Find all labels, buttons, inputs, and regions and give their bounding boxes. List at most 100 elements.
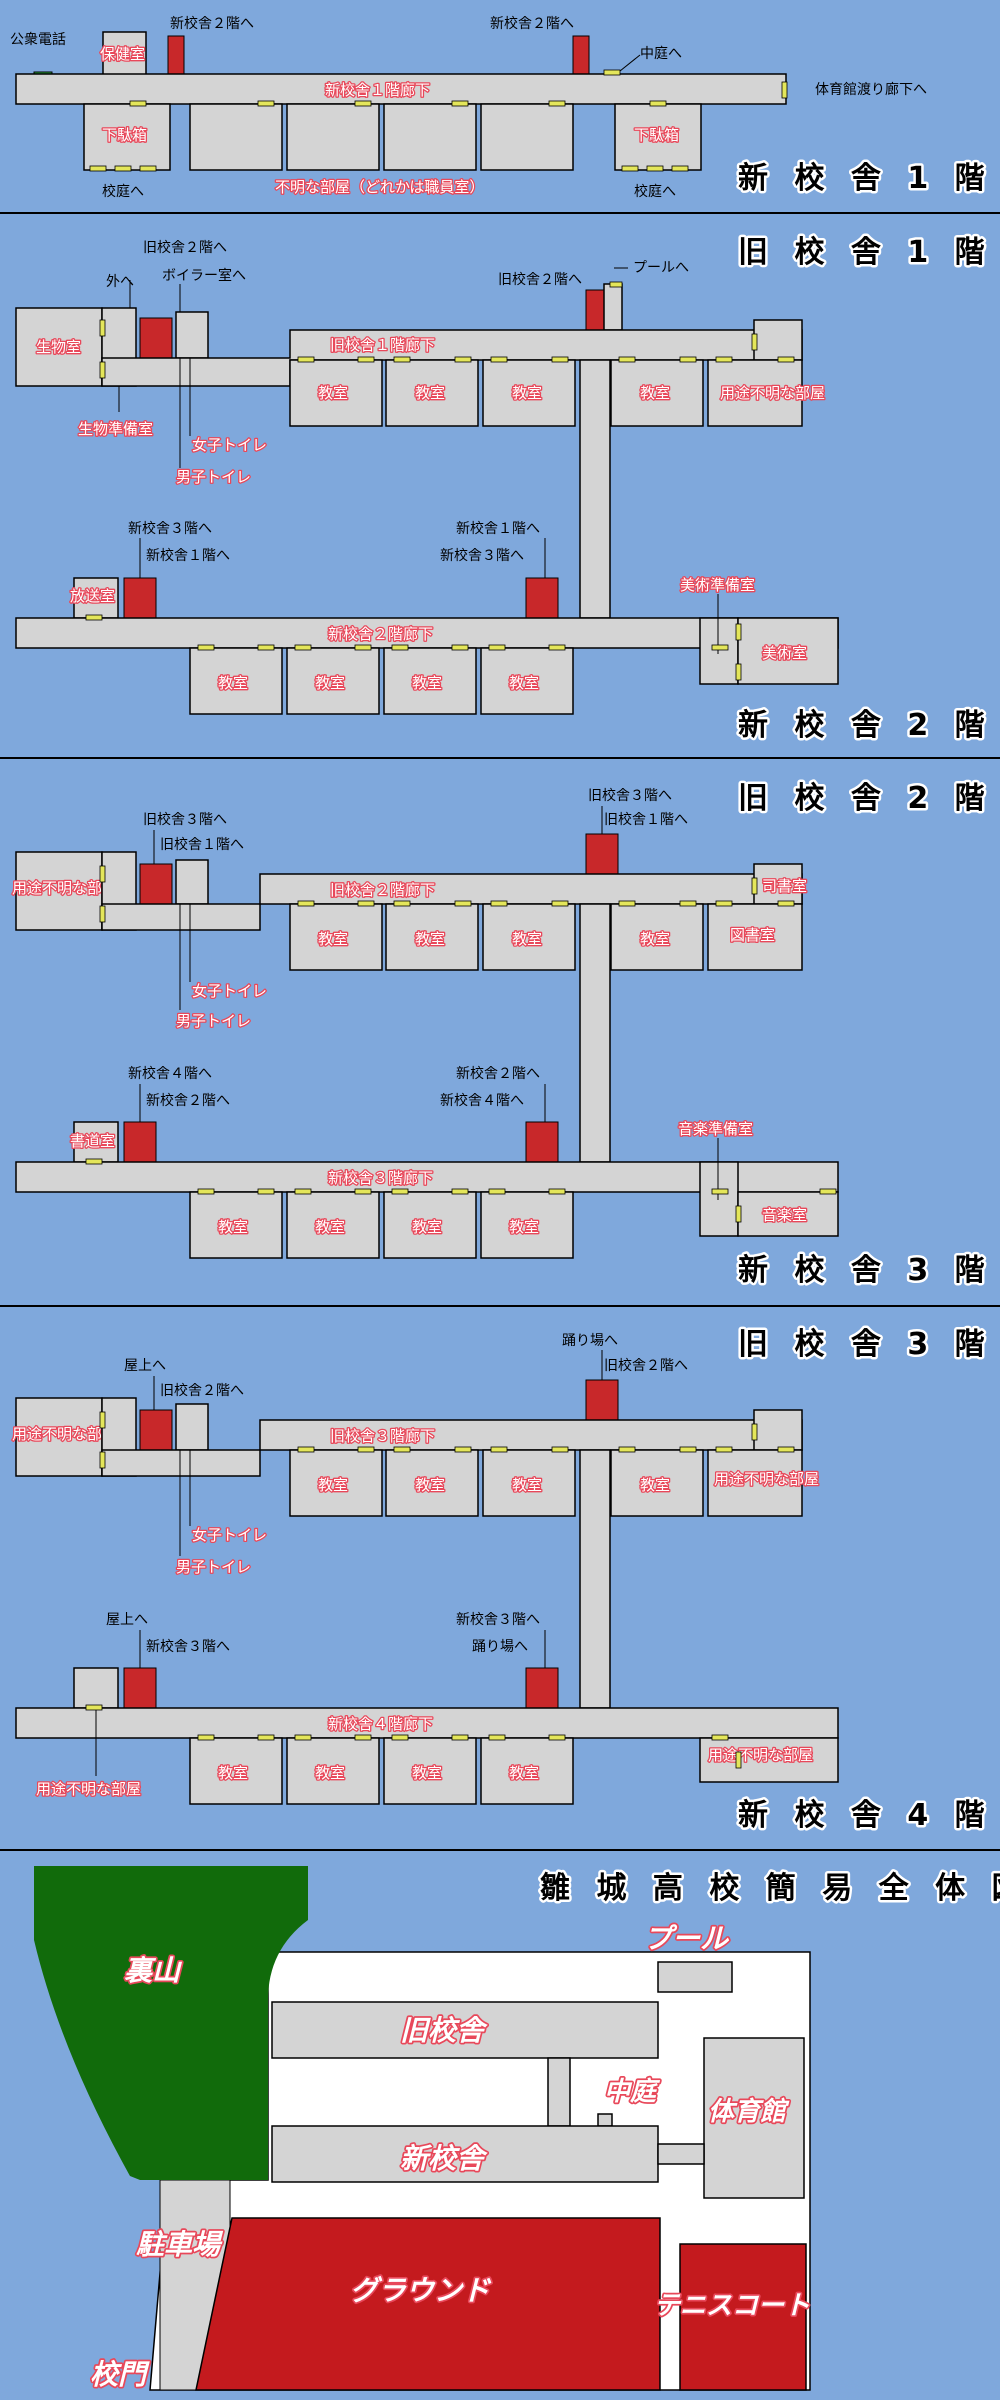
stairs-icon — [123, 577, 157, 619]
old-building — [271, 2001, 659, 2059]
classroom-label: 教室 — [509, 1764, 539, 1782]
section-old-building-2f: 旧 校 舎 2 階 旧校舎３階へ 旧校舎１階へ 旧校舎３階へ 旧校舎１階へ 用途… — [11, 779, 993, 1163]
art-room-label: 美術室 — [762, 644, 807, 662]
boiler-label: ボイラー室へ — [162, 267, 246, 284]
classroom-label: 教室 — [218, 1218, 248, 1236]
health-room — [102, 31, 147, 77]
classroom — [286, 1191, 380, 1259]
librarian-room — [753, 863, 803, 905]
corridor-label: 旧校舎３階廊下 — [330, 1427, 435, 1445]
pool-label: プールへ — [633, 260, 689, 276]
room — [286, 103, 380, 171]
section-old-building-3f: 旧 校 舎 3 階 踊り場へ 旧校舎２階へ 屋上へ 旧校舎２階へ 用途不明な部屋… — [11, 1325, 993, 1709]
stairs-label: 新校舎１階へ — [456, 520, 540, 537]
pool-label: プール — [644, 1922, 730, 1955]
gymnasium — [703, 2037, 805, 2199]
unknown-room-label: 用途不明な部屋 — [12, 879, 117, 897]
room — [753, 1409, 803, 1451]
connector — [579, 1449, 611, 1709]
classroom-label: 教室 — [512, 1476, 542, 1494]
classroom — [385, 903, 479, 971]
gym-passage-label: 体育館渡り廊下へ — [815, 81, 927, 98]
unknown-room — [15, 851, 103, 931]
unknown-room-label: 用途不明な部屋 — [12, 1425, 117, 1443]
stairs-icon — [139, 863, 173, 905]
classroom-label: 教室 — [640, 1476, 670, 1494]
music-room — [737, 1191, 839, 1237]
stairs-label: 旧校舎２階へ — [160, 1382, 244, 1399]
shoe-lockers — [83, 103, 171, 171]
classroom-label: 教室 — [318, 930, 348, 948]
toilet — [175, 1403, 209, 1451]
tennis-court-label: テニスコート — [654, 2291, 810, 2321]
corridor-label: 新校舎１階廊下 — [325, 81, 430, 99]
classroom-label: 教室 — [218, 674, 248, 692]
section-campus-overview: 雛 城 高 校 簡 易 全 体 図 裏山 プール 旧校舎 中庭 体育館 新校舎 … — [34, 1866, 1000, 2393]
connector — [579, 903, 611, 1163]
pool — [657, 1961, 733, 1993]
schoolyard-label: 校庭へ — [102, 183, 144, 200]
boys-toilet-label: 男子トイレ — [176, 468, 251, 486]
playing-field — [195, 2217, 661, 2391]
classroom — [385, 1449, 479, 1517]
tennis-court — [679, 2243, 807, 2391]
classroom — [610, 1449, 704, 1517]
classroom — [480, 1737, 574, 1805]
classroom-label: 教室 — [412, 1218, 442, 1236]
classroom-label: 教室 — [509, 1218, 539, 1236]
stairs-label: 新校舎３階へ — [146, 1638, 230, 1655]
exit-label: 外へ — [106, 274, 134, 290]
floor-title: 旧 校 舎 2 階 — [738, 781, 993, 816]
unknown-rooms-label: 不明な部屋（どれかは職員室） — [275, 178, 484, 196]
stairs-label: 新校舎１階へ — [146, 547, 230, 564]
girls-toilet-label: 女子トイレ — [192, 982, 267, 1000]
classroom-label: 教室 — [415, 930, 445, 948]
stairs-label: 新校舎３階へ — [128, 520, 212, 537]
corridor-label: 新校舎３階廊下 — [328, 1169, 433, 1187]
room — [753, 319, 803, 361]
room — [189, 103, 283, 171]
back-mountain — [34, 1866, 308, 2180]
biology-prep-label: 生物準備室 — [78, 420, 153, 438]
floor-title: 旧 校 舎 3 階 — [738, 1327, 993, 1362]
classroom — [289, 903, 383, 971]
music-room-label: 音楽室 — [762, 1206, 807, 1224]
stairs-label: 新校舎３階へ — [440, 547, 524, 564]
payphone-label: 公衆電話 — [10, 31, 66, 48]
biology-room — [15, 307, 103, 387]
classroom — [289, 359, 383, 427]
corridor-label: 旧校舎１階廊下 — [330, 336, 435, 354]
stairs-icon — [572, 35, 590, 75]
health-room-label: 保健室 — [100, 45, 145, 63]
stairs-label: 旧校舎１階へ — [160, 836, 244, 853]
toilet — [175, 859, 209, 905]
new-building — [271, 2125, 659, 2183]
broadcast-room-label: 放送室 — [70, 587, 115, 605]
shoe-lockers-label: 下駄箱 — [102, 126, 147, 144]
back-mountain-label: 裏山 — [124, 1954, 183, 1987]
overview-title: 雛 城 高 校 簡 易 全 体 図 — [540, 1871, 1000, 1906]
stairs-icon — [525, 1667, 559, 1709]
stairs-icon — [139, 317, 173, 359]
stairs-icon — [585, 833, 619, 875]
unknown-room — [699, 1737, 839, 1783]
unknown-room-label: 用途不明な部屋 — [714, 1470, 819, 1488]
classroom-label: 教室 — [512, 384, 542, 402]
stairs-label: 新校舎２階へ — [170, 15, 254, 32]
classroom — [383, 1737, 477, 1805]
corridor-label: 新校舎２階廊下 — [328, 625, 433, 643]
broadcast-room — [73, 577, 119, 619]
classroom — [189, 1191, 283, 1259]
floor-title: 旧 校 舎 1 階 — [738, 235, 993, 270]
courtyard-marker — [597, 2113, 613, 2127]
art-prep-room — [699, 617, 739, 685]
classroom-label: 教室 — [509, 674, 539, 692]
section-new-building-3f: 新校舎４階へ 新校舎２階へ 新校舎２階へ 新校舎４階へ 書道室 新校舎３階廊下 … — [0, 1065, 1000, 1307]
shoe-lockers — [614, 103, 702, 171]
parking-label: 駐車場 — [136, 2228, 224, 2261]
stairs-icon — [167, 35, 185, 75]
section-old-building-1f: 旧 校 舎 1 階 旧校舎２階へ 外へ ボイラー室へ 旧校舎２階へ プールへ 生… — [15, 233, 993, 619]
girls-toilet-label: 女子トイレ — [192, 436, 267, 454]
classroom-label: 教室 — [318, 384, 348, 402]
classroom — [480, 1191, 574, 1259]
